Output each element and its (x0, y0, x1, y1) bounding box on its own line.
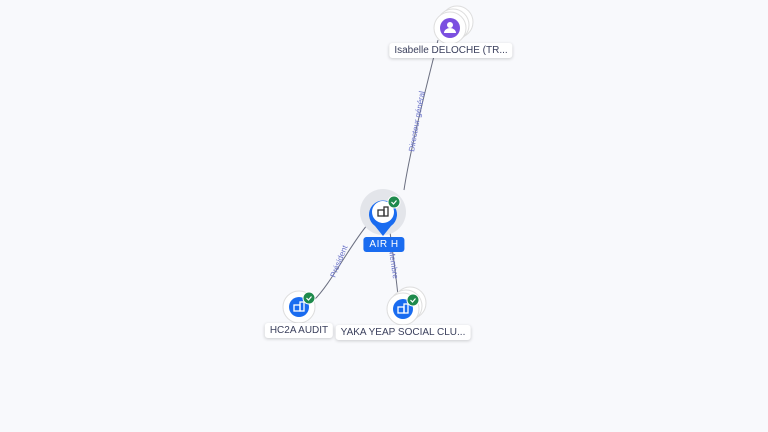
edge-president[interactable]: Président (313, 223, 369, 301)
edge-label-president: Président (329, 243, 350, 278)
verified-check-icon (406, 293, 420, 307)
building-icon (397, 303, 409, 314)
building-icon (377, 206, 389, 217)
person-icon (444, 22, 456, 33)
node-label-yaka[interactable]: YAKA YEAP SOCIAL CLU... (335, 325, 471, 340)
node-main[interactable] (360, 189, 406, 236)
edge-label-membre: Membre (387, 249, 400, 280)
verified-check-icon (302, 291, 316, 305)
node-hc2a[interactable] (282, 290, 316, 324)
verified-check-icon (387, 195, 401, 209)
building-icon (293, 301, 305, 312)
node-label-person[interactable]: Isabelle DELOCHE (TR... (389, 43, 513, 58)
node-person[interactable] (433, 5, 474, 45)
edge-directeur[interactable]: Directeur général (403, 39, 439, 191)
edge-label-directeur: Directeur général (407, 90, 427, 152)
node-yaka[interactable] (386, 286, 427, 326)
node-label-hc2a[interactable]: HC2A AUDIT (264, 323, 334, 338)
node-label-main[interactable]: AIR H (363, 237, 405, 252)
